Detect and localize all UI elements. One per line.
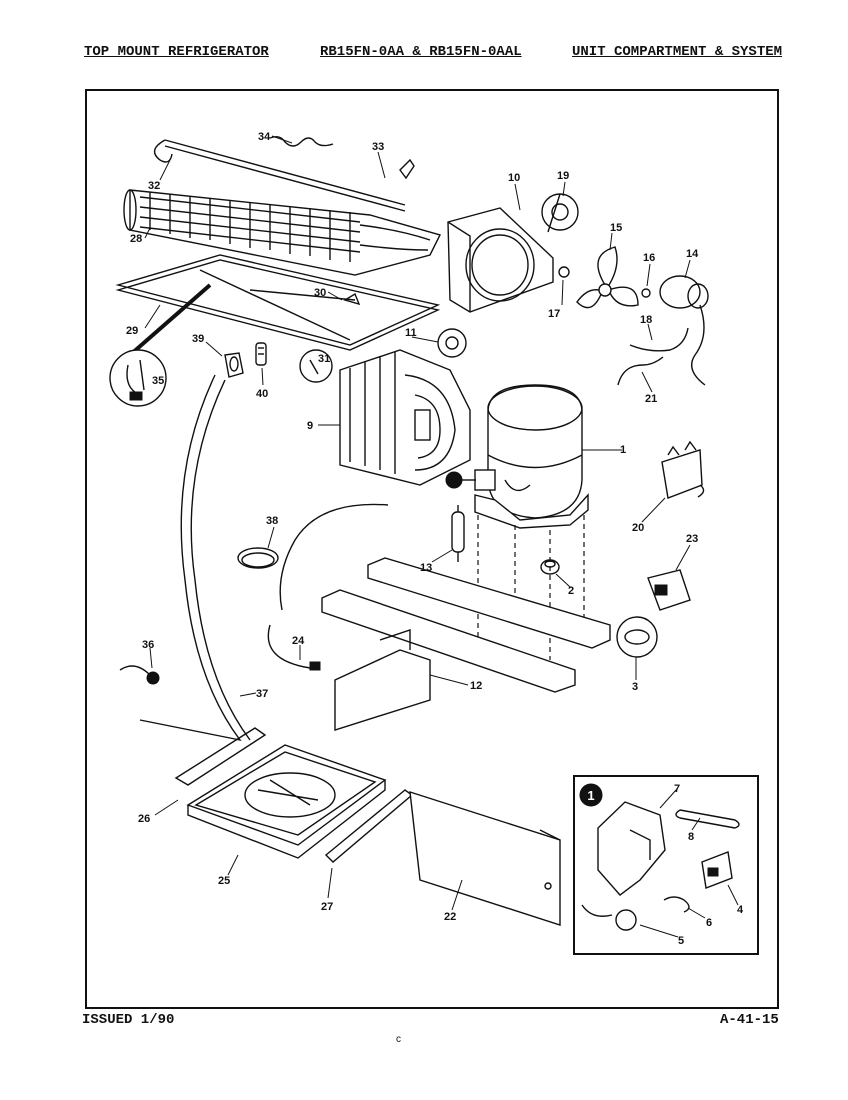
callout-8: 8: [688, 831, 694, 843]
part-tube-assembly: [153, 135, 415, 212]
callout-9: 9: [307, 420, 313, 432]
callout-5: 5: [678, 935, 684, 947]
part-grommet-3: [616, 616, 658, 658]
part-condenser: [123, 189, 442, 276]
part-mounting-grommet: [437, 328, 467, 358]
callout-10: 10: [508, 172, 520, 184]
part-drain-tube: [139, 374, 251, 742]
callout-33: 33: [372, 141, 384, 153]
callout-15: 15: [610, 222, 622, 234]
callout-36: 36: [142, 639, 154, 651]
part-base-rails: [321, 557, 611, 731]
callout-3: 3: [632, 681, 638, 693]
part-compressor: [474, 384, 589, 529]
callout-17: 17: [548, 308, 560, 320]
callout-27: 27: [321, 901, 333, 913]
part-detail-35: [109, 349, 167, 407]
callout-18: 18: [640, 314, 652, 326]
part-power-cord: [617, 356, 664, 386]
part-clip: [641, 288, 651, 298]
compressor-detail-marker: [445, 471, 476, 489]
part-cord-plug: [309, 661, 321, 671]
part-grommet: [541, 193, 579, 233]
header-title: TOP MOUNT REFRIGERATOR: [84, 44, 269, 60]
callout-32: 32: [148, 180, 160, 192]
callout-13: 13: [420, 562, 432, 574]
part-capacitor: [661, 440, 705, 499]
callout-31: 31: [318, 353, 330, 365]
part-detail-31: [299, 349, 333, 383]
page-code: A-41-15: [720, 1012, 779, 1028]
part-fan-motor: [659, 275, 709, 386]
callout-39: 39: [192, 333, 204, 345]
callout-25: 25: [218, 875, 230, 887]
callout-24: 24: [292, 635, 305, 647]
callout-23: 23: [686, 533, 698, 545]
callout-21: 21: [645, 393, 657, 405]
callout-28: 28: [130, 233, 142, 245]
callout-35: 35: [152, 375, 164, 387]
callout-22: 22: [444, 911, 456, 923]
part-drain-clip: [119, 665, 160, 685]
part-cord-24: [267, 503, 389, 669]
callout-6: 6: [706, 917, 712, 929]
leader-lines: [144, 135, 739, 938]
callout-4: 4: [737, 904, 744, 916]
diagram-frame: [85, 89, 779, 1009]
callout-26: 26: [138, 813, 150, 825]
part-dryer: [451, 505, 465, 562]
inset-marker: 1: [587, 788, 594, 803]
callout-30: 30: [314, 287, 326, 299]
part-access-cover: [409, 791, 561, 926]
part-plug-40: [255, 342, 267, 366]
callout-38: 38: [266, 515, 278, 527]
callout-labels: 34 33 32 10 19 15 16 14 28 30 17 18 29 1…: [126, 131, 744, 947]
callout-16: 16: [643, 252, 655, 264]
callout-34: 34: [258, 131, 271, 143]
part-fan-shroud: [447, 207, 554, 313]
mounting-guides: [477, 515, 585, 660]
callout-1: 1: [620, 444, 626, 456]
issue-date: ISSUED 1/90: [82, 1012, 175, 1028]
callout-2: 2: [568, 585, 574, 597]
part-drain-pan: [174, 727, 387, 859]
callout-37: 37: [256, 688, 268, 700]
callout-7: 7: [674, 783, 680, 795]
callout-29: 29: [126, 325, 138, 337]
inset-detail-box: [573, 775, 759, 955]
part-evaporator: [339, 349, 471, 486]
part-wire-harness: [629, 327, 689, 352]
part-nut: [558, 266, 570, 278]
part-thermostat: [647, 569, 691, 611]
callout-11: 11: [405, 327, 417, 339]
footer-mark: c: [396, 1034, 401, 1045]
callout-20: 20: [632, 522, 644, 534]
part-fan-blade: [576, 246, 639, 309]
callout-40: 40: [256, 388, 268, 400]
callout-12: 12: [470, 680, 482, 692]
callout-19: 19: [557, 170, 569, 182]
header-model-numbers: RB15FN-0AA & RB15FN-0AAL: [320, 44, 522, 60]
callout-14: 14: [686, 248, 699, 260]
part-seal-39: [224, 352, 244, 378]
part-baffle-plate: [115, 254, 441, 357]
header-section-name: UNIT COMPARTMENT & SYSTEM: [572, 44, 783, 60]
part-clamp: [237, 547, 279, 569]
